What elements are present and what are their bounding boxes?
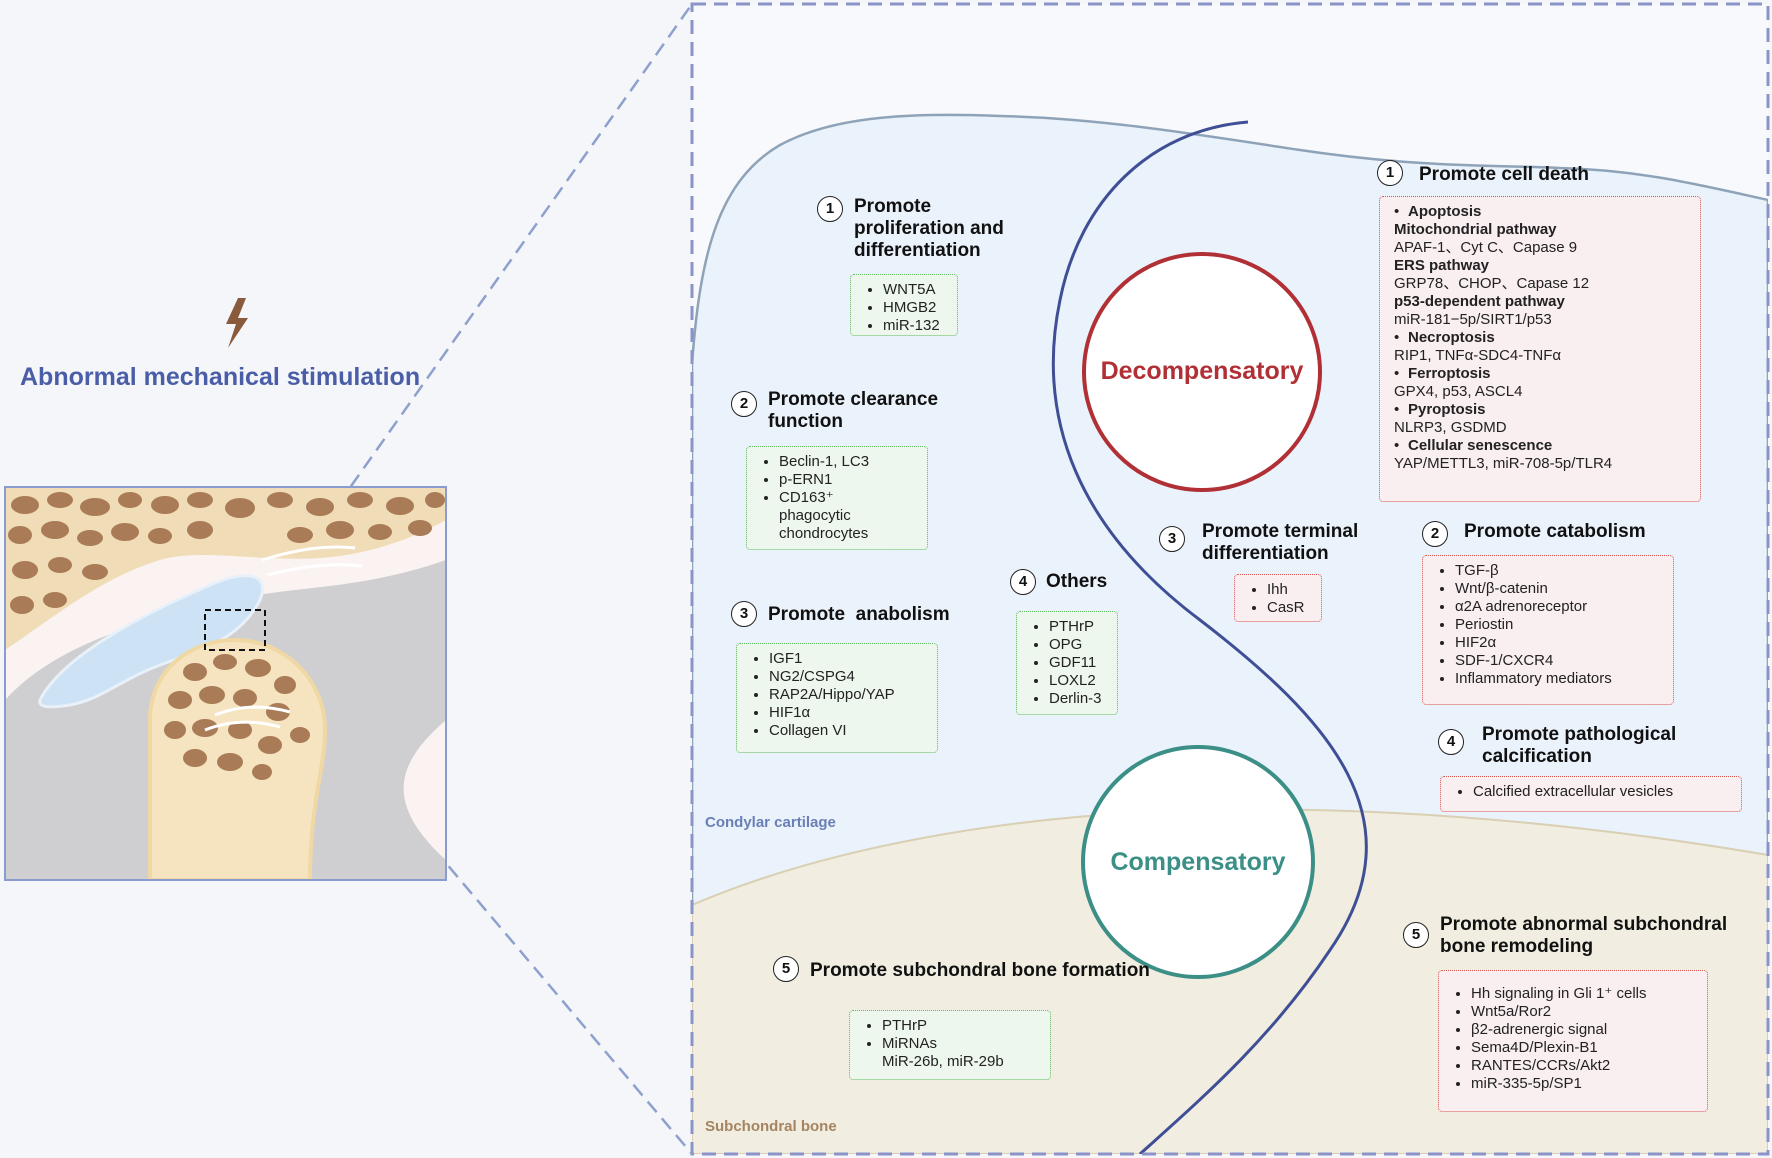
mito-value: APAF-1、Cyt C、Capase 9 xyxy=(1394,239,1578,256)
list-item: Inflammatory mediators xyxy=(1455,670,1663,688)
list-item: HIF1α xyxy=(769,704,927,722)
comp-3-box: IGF1 NG2/CSPG4 RAP2A/Hippo/YAP HIF1α Col… xyxy=(736,643,938,753)
compensatory-circle xyxy=(1081,745,1315,979)
list-item: TGF-β xyxy=(1455,562,1663,580)
decompensatory-circle xyxy=(1082,252,1322,492)
list-item: SDF-1/CXCR4 xyxy=(1455,652,1663,670)
decomp-5-title: Promote abnormal subchondral bone remode… xyxy=(1440,914,1728,957)
list-item: OPG xyxy=(1049,636,1107,654)
list-item: Sema4D/Plexin-B1 xyxy=(1471,1039,1697,1057)
dividing-curve xyxy=(1051,120,1368,1154)
cartilage-label: Condylar cartilage xyxy=(705,814,836,831)
comp-1-box: WNT5A HMGB2 miR-132 xyxy=(850,274,958,336)
list-item: Derlin-3 xyxy=(1049,690,1107,708)
zoom-region-box xyxy=(204,609,266,651)
list-item: p-ERN1 xyxy=(779,471,917,489)
comp-3-number: 3 xyxy=(731,601,757,627)
page-title: Abnormal mechanical stimulation xyxy=(20,363,421,391)
list-item-detail: MiR-26b, miR-29b xyxy=(882,1053,1004,1070)
list-item: Hh signaling in Gli 1⁺ cells xyxy=(1471,985,1697,1003)
decomp-4-title: Promote pathological calcification xyxy=(1482,724,1677,767)
decomp-4-box: Calcified extracellular vesicles xyxy=(1440,776,1742,812)
comp-5-title: Promote subchondral bone formation xyxy=(810,960,1150,981)
decompensatory-label: Decompensatory xyxy=(1100,357,1304,385)
comp-4-number: 4 xyxy=(1010,569,1036,595)
decomp-5-box: Hh signaling in Gli 1⁺ cells Wnt5a/Ror2 … xyxy=(1438,970,1708,1112)
bone-label: Subchondral bone xyxy=(705,1118,837,1135)
comp-1-number: 1 xyxy=(817,196,843,222)
senescence-heading: Cellular senescence xyxy=(1408,437,1553,454)
list-item: MiRNAs xyxy=(882,1035,1040,1053)
list-item: β2-adrenergic signal xyxy=(1471,1021,1697,1039)
comp-4-box: PTHrP OPG GDF11 LOXL2 Derlin-3 xyxy=(1016,611,1118,715)
list-item: RANTES/CCRs/Akt2 xyxy=(1471,1057,1697,1075)
list-item: HIF2α xyxy=(1455,634,1663,652)
mito-heading: Mitochondrial pathway xyxy=(1394,221,1557,238)
ers-heading: ERS pathway xyxy=(1394,257,1490,274)
decomp-1-box: •Apoptosis Mitochondrial pathway APAF-1、… xyxy=(1379,196,1701,502)
necroptosis-heading: Necroptosis xyxy=(1408,329,1495,346)
comp-4-title: Others xyxy=(1046,571,1108,592)
zoom-line-top xyxy=(260,3,694,613)
list-item: HMGB2 xyxy=(883,299,947,317)
decomp-2-number: 2 xyxy=(1422,521,1448,547)
list-item: RAP2A/Hippo/YAP xyxy=(769,686,927,704)
comp-3-title: Promote anabolism xyxy=(768,604,950,625)
list-item: miR-132 xyxy=(883,317,947,335)
lightning-bolt-icon xyxy=(226,298,248,348)
necroptosis-value: RIP1, TNFα-SDC4-TNFα xyxy=(1394,347,1562,364)
list-item: Wnt5a/Ror2 xyxy=(1471,1003,1697,1021)
pyroptosis-heading: Pyroptosis xyxy=(1408,401,1486,418)
ferroptosis-heading: Ferroptosis xyxy=(1408,365,1491,382)
list-item: Calcified extracellular vesicles xyxy=(1473,783,1731,801)
p53-heading: p53-dependent pathway xyxy=(1394,293,1565,310)
list-item: α2A adrenoreceptor xyxy=(1455,598,1663,616)
decomp-4-number: 4 xyxy=(1438,729,1464,755)
list-item: WNT5A xyxy=(883,281,947,299)
joint-illustration-border xyxy=(4,486,447,881)
comp-2-number: 2 xyxy=(731,391,757,417)
list-item: GDF11 xyxy=(1049,654,1107,672)
comp-1-title: Promote proliferation and differentiatio… xyxy=(854,196,1004,261)
zoom-panel-border xyxy=(690,2,1770,1156)
list-item: CD163⁺ phagocytic chondrocytes xyxy=(779,489,889,543)
list-item: PTHrP xyxy=(882,1017,1040,1035)
list-item: NG2/CSPG4 xyxy=(769,668,927,686)
list-item: CasR xyxy=(1267,599,1311,617)
list-item: miR-335-5p/SP1 xyxy=(1471,1075,1697,1093)
list-item: Ihh xyxy=(1267,581,1311,599)
decomp-3-box: Ihh CasR xyxy=(1234,574,1322,622)
comp-2-title: Promote clearance function xyxy=(768,389,939,432)
list-item: IGF1 xyxy=(769,650,927,668)
decomp-3-number: 3 xyxy=(1159,526,1185,552)
pyroptosis-value: NLRP3, GSDMD xyxy=(1394,419,1507,436)
list-item: Wnt/β-catenin xyxy=(1455,580,1663,598)
comp-2-box: Beclin-1, LC3 p-ERN1 CD163⁺ phagocytic c… xyxy=(746,446,928,550)
decomp-1-title: Promote cell death xyxy=(1419,164,1589,185)
comp-5-box: PTHrP MiRNAs MiR-26b, miR-29b xyxy=(849,1010,1051,1080)
apoptosis-heading: Apoptosis xyxy=(1408,203,1482,220)
decomp-5-number: 5 xyxy=(1403,922,1429,948)
senescence-value: YAP/METTL3, miR-708-5p/TLR4 xyxy=(1394,455,1613,472)
ers-value: GRP78、CHOP、Capase 12 xyxy=(1394,275,1590,292)
decomp-1-number: 1 xyxy=(1377,160,1403,186)
comp-5-number: 5 xyxy=(773,956,799,982)
decomp-3-title: Promote terminal differentiation xyxy=(1202,521,1359,564)
list-item: Periostin xyxy=(1455,616,1663,634)
list-item: LOXL2 xyxy=(1049,672,1107,690)
list-item: PTHrP xyxy=(1049,618,1107,636)
ferroptosis-value: GPX4, p53, ASCL4 xyxy=(1394,383,1523,400)
decomp-2-title: Promote catabolism xyxy=(1464,521,1646,542)
decomp-2-box: TGF-β Wnt/β-catenin α2A adrenoreceptor P… xyxy=(1422,555,1674,705)
list-item: Collagen VI xyxy=(769,722,927,740)
list-item: Beclin-1, LC3 xyxy=(779,453,917,471)
joint-illustration xyxy=(5,487,446,880)
p53-value: miR-181−5p/SIRT1/p53 xyxy=(1394,311,1552,328)
compensatory-label: Compensatory xyxy=(1110,848,1286,876)
